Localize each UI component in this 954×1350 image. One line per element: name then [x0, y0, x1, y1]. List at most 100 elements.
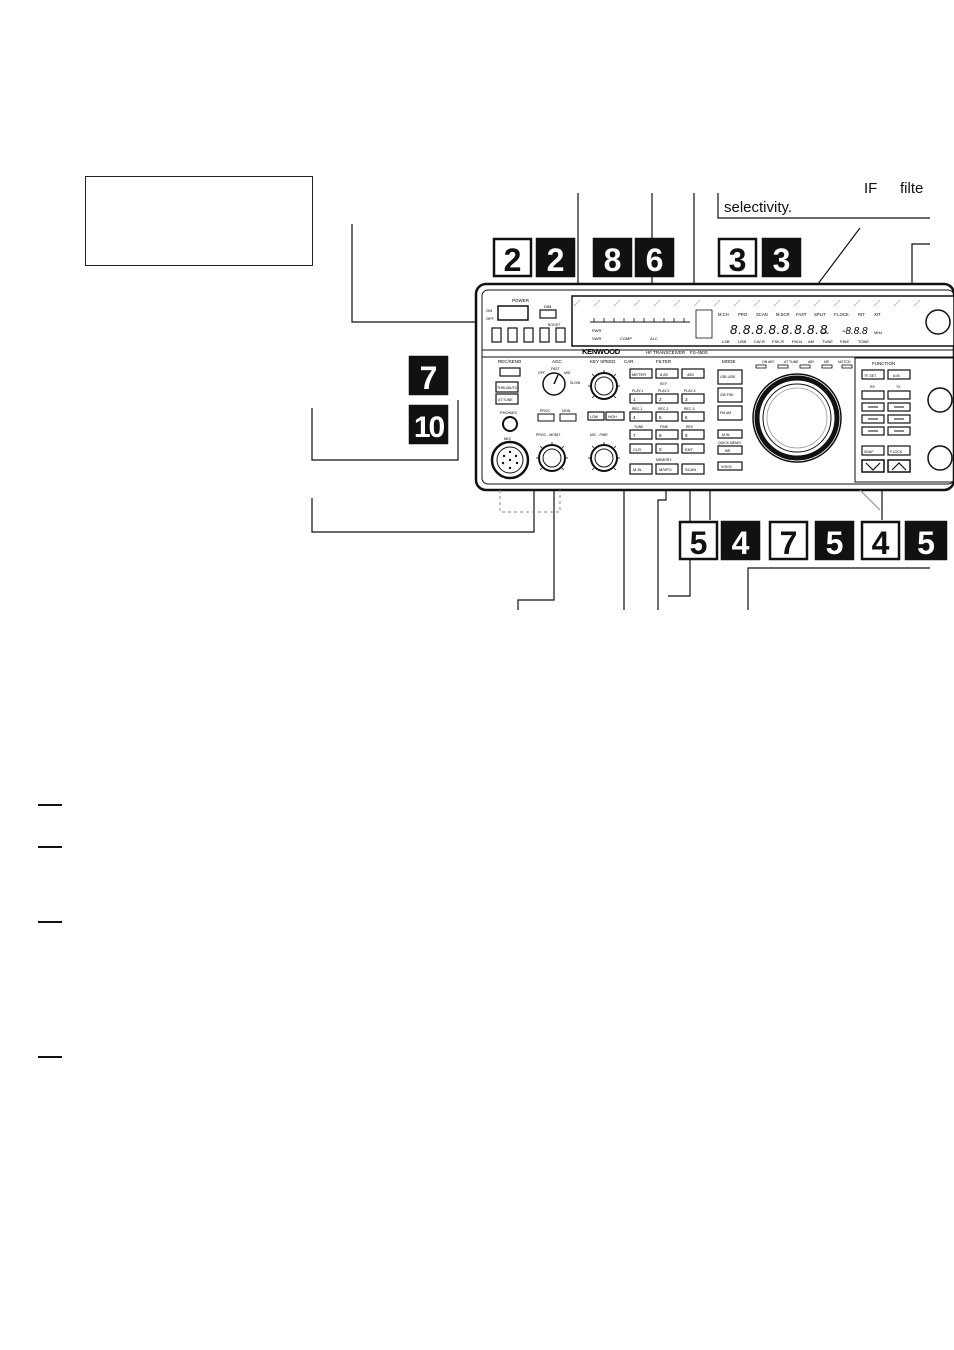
dsp-low-button[interactable]	[587, 411, 605, 421]
power-on-label: ON	[486, 308, 492, 313]
meter-button[interactable]	[629, 368, 653, 379]
power-label: POWER	[512, 298, 530, 303]
play2-label: PLAY-2	[658, 389, 670, 393]
tx-button[interactable]	[887, 390, 911, 400]
up-button[interactable]	[887, 459, 911, 473]
filter-callout-text: IF filte selectivity.	[724, 180, 954, 220]
voice-button[interactable]	[717, 461, 743, 471]
display-usb: USB	[738, 339, 747, 344]
dial-ring[interactable]	[754, 375, 840, 461]
key-5[interactable]	[655, 411, 679, 422]
agc-slow: SLOW	[570, 381, 581, 385]
down-button[interactable]	[861, 459, 885, 473]
meter-ticks	[593, 318, 685, 322]
cw-fsk-button[interactable]	[717, 387, 743, 403]
key-7[interactable]	[629, 429, 653, 440]
led-5	[841, 364, 853, 369]
display-fine: FINE	[840, 339, 849, 344]
thru-auto-label: THRU/AUTO	[497, 386, 518, 390]
callout-number: 6	[646, 242, 664, 278]
filter-455-button[interactable]	[681, 368, 705, 379]
callout-box	[768, 520, 809, 561]
callout-box	[408, 404, 449, 445]
mon-button[interactable]	[559, 413, 577, 422]
rec-send-button[interactable]	[499, 367, 521, 377]
car-label: CAR	[624, 359, 634, 364]
callout-box	[535, 237, 576, 278]
keyspeed-knob-inner	[594, 376, 614, 396]
fm-am-button[interactable]	[717, 405, 743, 421]
tf-set-button[interactable]	[861, 369, 885, 380]
display-fast: FAST	[796, 312, 807, 317]
right-knob-1[interactable]	[927, 387, 953, 413]
leader-left-1	[311, 400, 459, 461]
a-b-button[interactable]	[887, 369, 911, 380]
proc-button[interactable]	[537, 413, 555, 422]
key-8[interactable]	[655, 429, 679, 440]
model-caption: HF TRANSCEIVER	[646, 350, 686, 355]
at-tune-button[interactable]	[495, 393, 519, 405]
right-knob-2[interactable]	[927, 445, 953, 471]
display-lsb: LSB	[722, 339, 730, 344]
rx-button[interactable]	[861, 390, 885, 400]
key-3[interactable]	[681, 393, 705, 404]
mode-section: MODE LSB USB CW FSK FM AM M.IN QUICK MEM…	[717, 359, 743, 471]
quick-m-in-button[interactable]	[717, 429, 743, 439]
m-vfo-button[interactable]	[655, 463, 679, 475]
mr-button[interactable]	[717, 445, 743, 455]
dim-button[interactable]	[539, 309, 557, 319]
display-pwr: PWR	[592, 328, 601, 333]
power-section: POWER ON OFF DIM BOOST	[486, 298, 566, 343]
ent-key[interactable]	[681, 443, 705, 454]
key-2[interactable]	[655, 393, 679, 404]
thru-auto-button[interactable]	[495, 381, 519, 393]
model-name: FS-450S	[690, 350, 708, 355]
filter-883-button[interactable]	[655, 368, 679, 379]
callout-number: 7	[420, 360, 438, 396]
switch-1[interactable]	[491, 327, 502, 343]
power-switch[interactable]	[497, 305, 529, 321]
dsp-high-label: HIGH	[608, 415, 617, 419]
function-section: FUNCTION TF-SET A=B RX TX SNAP F.LOCK	[854, 309, 954, 483]
display-frequency: 8.8.8.8.8.8.8.8	[730, 322, 828, 337]
clr-key[interactable]	[629, 443, 653, 454]
dsp-high-button[interactable]	[605, 411, 625, 421]
key-4[interactable]	[629, 411, 653, 422]
callout-box	[904, 520, 948, 561]
agc-fast: FAST	[551, 367, 561, 371]
leader-top-4	[717, 193, 930, 219]
proc-label: PROC	[540, 409, 551, 413]
switch-2[interactable]	[507, 327, 518, 343]
phones-jack[interactable]	[502, 416, 518, 432]
agc-label: AGC	[552, 359, 563, 364]
switch-5[interactable]	[555, 327, 566, 343]
lsb-usb-button[interactable]	[717, 369, 743, 385]
voice-label: VOICE	[721, 465, 733, 469]
callout-number: 10	[414, 411, 445, 444]
m-in-button[interactable]	[629, 463, 653, 475]
display-pro: PRO	[738, 312, 748, 317]
right-knob-top[interactable]	[925, 309, 951, 335]
key-9[interactable]	[681, 429, 705, 440]
chevron-down-icon	[865, 462, 881, 471]
led-4	[821, 364, 833, 369]
snap-button[interactable]	[861, 445, 885, 456]
key-1[interactable]	[629, 393, 653, 404]
scan-button[interactable]	[681, 463, 705, 475]
display-split: SPLIT	[814, 312, 826, 317]
switch-3[interactable]	[523, 327, 534, 343]
memory-label: MEMORY	[656, 458, 672, 462]
key-0[interactable]	[655, 443, 679, 454]
display-mch-value: -8.8.8	[842, 326, 868, 337]
function-frame	[854, 357, 954, 483]
foot-right	[859, 489, 881, 511]
callout-number: 8	[604, 242, 622, 278]
rec2-label: REC-2	[658, 407, 669, 411]
key-6[interactable]	[681, 411, 705, 422]
callout-top-row: 2 2 8 6 3 3	[492, 237, 802, 278]
callout-box	[592, 237, 633, 278]
f-lock-button[interactable]	[887, 445, 911, 456]
chassis-inner	[481, 289, 954, 485]
function-button-marks	[868, 406, 904, 432]
switch-4[interactable]	[539, 327, 550, 343]
